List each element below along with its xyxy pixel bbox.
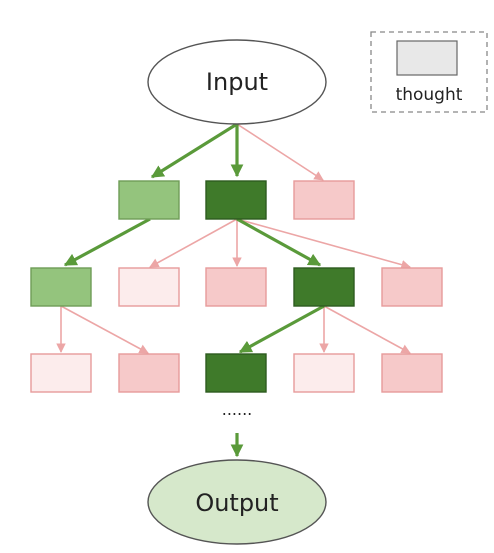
edge-l1b-to-l2d [236,217,322,267]
thought-l3-e [381,353,443,393]
input-label: Input [206,68,268,96]
ellipsis-dots: ...... [222,400,253,419]
edge-input-to-l1c [236,123,324,181]
thought-l1-c [293,180,355,220]
thought-l2-a [30,267,92,307]
thought-l2-c [205,267,267,307]
input-ellipse [147,39,327,125]
thought-l3-c [205,353,267,393]
edges-chosen [63,122,325,458]
edge-l1a-to-l2a [63,217,151,267]
thought-l3-d [293,353,355,393]
output-node: Output [147,459,327,545]
thought-l2-e [381,267,443,307]
thoughts-level-1 [118,180,355,220]
output-label: Output [195,489,278,517]
thoughts-level-3 [30,353,443,393]
output-ellipse [147,459,327,545]
edge-input-to-l1a [150,122,238,179]
legend-border [370,31,488,113]
edge-l1b-to-l2b [149,218,238,268]
legend: thought [370,31,488,113]
edge-l2a-to-l3b [60,305,149,354]
thought-l2-b [118,267,180,307]
edges-unchosen [56,123,411,354]
thought-l1-b [205,180,267,220]
edge-l1b-to-l2e [236,218,411,270]
edge-l2d-to-l3c [238,304,325,354]
thought-l3-b [118,353,180,393]
legend-thought-box [396,40,458,76]
legend-label: thought [396,85,463,105]
thought-l2-d [293,267,355,307]
thoughts-level-2 [30,267,443,307]
edge-l2d-to-l3e [323,305,411,354]
input-node: Input [147,39,327,125]
thought-l1-a [118,180,180,220]
thought-l3-a [30,353,92,393]
